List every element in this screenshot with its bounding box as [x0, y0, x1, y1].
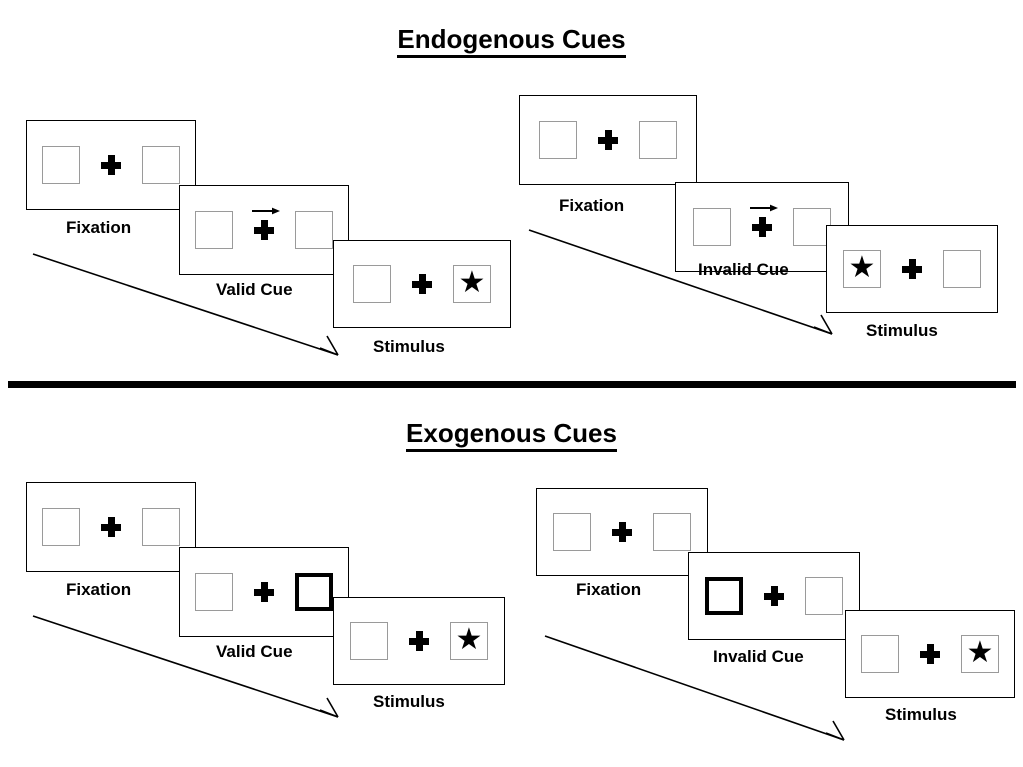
- timeline-arrow-endogenous-valid: [32, 253, 339, 356]
- right-box: [142, 146, 180, 184]
- right-box: [943, 250, 981, 288]
- right-box: [295, 211, 333, 249]
- fixation-cross-icon: [101, 155, 121, 175]
- panel-label-endogenous-invalid-stimulus: Stimulus: [866, 321, 938, 340]
- panel-label-endogenous-valid-cue: Valid Cue: [216, 280, 293, 299]
- fixation-cross-icon: [902, 259, 922, 279]
- right-box: ★: [450, 622, 488, 660]
- panel-label-exogenous-valid-cue: Valid Cue: [216, 642, 293, 661]
- section-title-exogenous: Exogenous Cues: [0, 418, 1023, 452]
- fixation-cross-icon: [612, 522, 632, 542]
- right-box-cued: [295, 573, 333, 611]
- fixation-cross-icon: [409, 631, 429, 651]
- arrow-right-cue-icon: [252, 207, 280, 215]
- star-icon: ★: [458, 266, 486, 299]
- fixation-area: [249, 207, 280, 250]
- panel-label-exogenous-invalid-stimulus: Stimulus: [885, 705, 957, 724]
- section-title-exogenous-text: Exogenous Cues: [406, 418, 617, 452]
- fixation-area: [759, 576, 789, 616]
- right-box: ★: [453, 265, 491, 303]
- timeline-arrow-exogenous-valid: [32, 615, 339, 718]
- section-title-endogenous: Endogenous Cues: [0, 24, 1023, 58]
- left-box: [350, 622, 388, 660]
- section-endogenous: Endogenous Cues Fixation: [0, 24, 1023, 356]
- left-box: [861, 635, 899, 673]
- panel-label-exogenous-invalid-cue: Invalid Cue: [713, 647, 804, 666]
- star-icon: ★: [848, 251, 876, 284]
- panel-endogenous-invalid-stimulus: ★: [826, 225, 998, 313]
- fixation-area: [404, 621, 434, 661]
- right-box: [142, 508, 180, 546]
- fixation-area: [96, 507, 126, 547]
- left-box: [693, 208, 731, 246]
- panel-label-exogenous-invalid-fixation: Fixation: [576, 580, 642, 599]
- fixation-cross-icon: [101, 517, 121, 537]
- fixation-area: [249, 572, 279, 612]
- fixation-area: [407, 264, 437, 304]
- fixation-cross-icon: [764, 586, 784, 606]
- panel-exogenous-valid-stimulus: ★: [333, 597, 505, 685]
- fixation-area: [897, 249, 927, 289]
- fixation-area: [593, 120, 623, 160]
- left-box: ★: [843, 250, 881, 288]
- panel-label-endogenous-valid-fixation: Fixation: [66, 218, 132, 237]
- panel-exogenous-valid-cue: [179, 547, 349, 637]
- right-box: [805, 577, 843, 615]
- left-box: [195, 211, 233, 249]
- right-box: [793, 208, 831, 246]
- fixation-area: [915, 634, 945, 674]
- section-exogenous: Exogenous Cues Fixation: [0, 392, 1023, 767]
- panel-exogenous-invalid-stimulus: ★: [845, 610, 1015, 698]
- section-title-endogenous-text: Endogenous Cues: [397, 24, 626, 58]
- panel-label-exogenous-valid-stimulus: Stimulus: [373, 692, 445, 711]
- right-box: [653, 513, 691, 551]
- left-box: [539, 121, 577, 159]
- panel-label-endogenous-invalid-fixation: Fixation: [559, 196, 625, 215]
- panel-exogenous-invalid-fixation: [536, 488, 708, 576]
- fixation-area: [747, 204, 778, 247]
- panel-exogenous-valid-fixation: [26, 482, 196, 572]
- panel-label-endogenous-invalid-cue: Invalid Cue: [698, 260, 789, 279]
- left-box: [195, 573, 233, 611]
- left-box: [42, 146, 80, 184]
- left-box-cued: [705, 577, 743, 615]
- panel-endogenous-valid-cue: [179, 185, 349, 275]
- panel-label-exogenous-valid-fixation: Fixation: [66, 580, 132, 599]
- star-icon: ★: [455, 623, 483, 656]
- timeline-arrow-exogenous-invalid: [544, 635, 845, 741]
- left-box: [42, 508, 80, 546]
- timeline-arrow-endogenous-invalid: [528, 229, 833, 335]
- panel-label-endogenous-valid-stimulus: Stimulus: [373, 337, 445, 356]
- fixation-cross-icon: [412, 274, 432, 294]
- fixation-cross-icon: [920, 644, 940, 664]
- left-box: [553, 513, 591, 551]
- right-box: [639, 121, 677, 159]
- fixation-cross-icon: [254, 582, 274, 602]
- star-icon: ★: [966, 636, 994, 669]
- panel-endogenous-valid-fixation: [26, 120, 196, 210]
- arrow-right-cue-icon: [750, 204, 778, 212]
- panel-endogenous-invalid-cue: [675, 182, 849, 272]
- fixation-area: [96, 145, 126, 185]
- fixation-area: [607, 512, 637, 552]
- right-box: ★: [961, 635, 999, 673]
- fixation-cross-icon: [752, 217, 772, 237]
- fixation-cross-icon: [598, 130, 618, 150]
- panel-exogenous-invalid-cue: [688, 552, 860, 640]
- fixation-cross-icon: [254, 220, 274, 240]
- panel-endogenous-invalid-fixation: [519, 95, 697, 185]
- section-divider: [8, 381, 1016, 388]
- left-box: [353, 265, 391, 303]
- panel-endogenous-valid-stimulus: ★: [333, 240, 511, 328]
